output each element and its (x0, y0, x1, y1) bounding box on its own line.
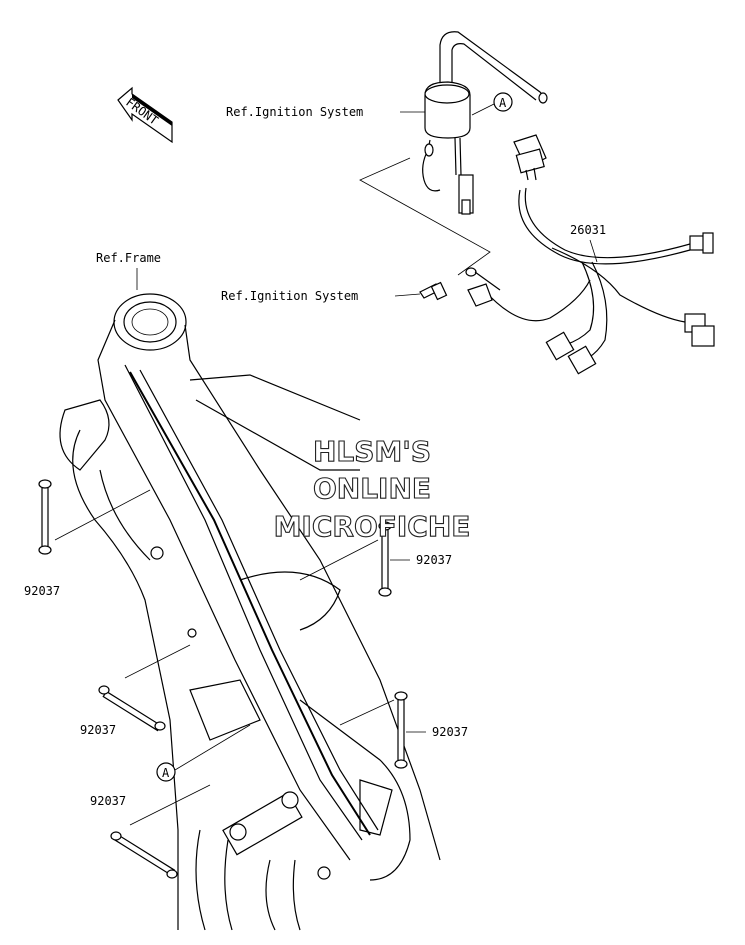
svg-text:A: A (162, 766, 170, 780)
band-clip-right-upper (378, 521, 392, 597)
ground-bolt (419, 267, 477, 301)
band-clip-left-lower (110, 831, 178, 879)
band-label-3: 92037 (80, 723, 116, 737)
watermark-line-3: MICROFICHE (274, 510, 471, 543)
band-clip-left (38, 479, 52, 555)
watermark-line-1: HLSM'S (313, 435, 431, 468)
front-arrow-icon: FRONT (117, 86, 173, 144)
callout-a-top: A (471, 92, 513, 116)
wire-harness (467, 134, 715, 375)
band-clip-right-lower (394, 691, 408, 769)
motorcycle-frame (59, 293, 441, 931)
ref-ignition-top-label: Ref.Ignition System (226, 105, 363, 119)
band-label-1: 92037 (24, 584, 60, 598)
part-harness-label: 26031 (570, 223, 606, 237)
svg-text:A: A (499, 96, 507, 110)
callout-a-bottom: A (156, 724, 251, 782)
watermark-line-2: ONLINE (313, 472, 431, 505)
ref-ignition-mid-label: Ref.Ignition System (221, 289, 358, 303)
watermark: HLSM'S ONLINE MICROFICHE (273, 434, 471, 543)
ref-frame-label: Ref.Frame (96, 251, 161, 265)
band-label-2: 92037 (416, 553, 452, 567)
ignition-coil (422, 31, 548, 215)
band-label-4: 92037 (432, 725, 468, 739)
band-clip-left-middle (98, 685, 166, 732)
band-label-5: 92037 (90, 794, 126, 808)
